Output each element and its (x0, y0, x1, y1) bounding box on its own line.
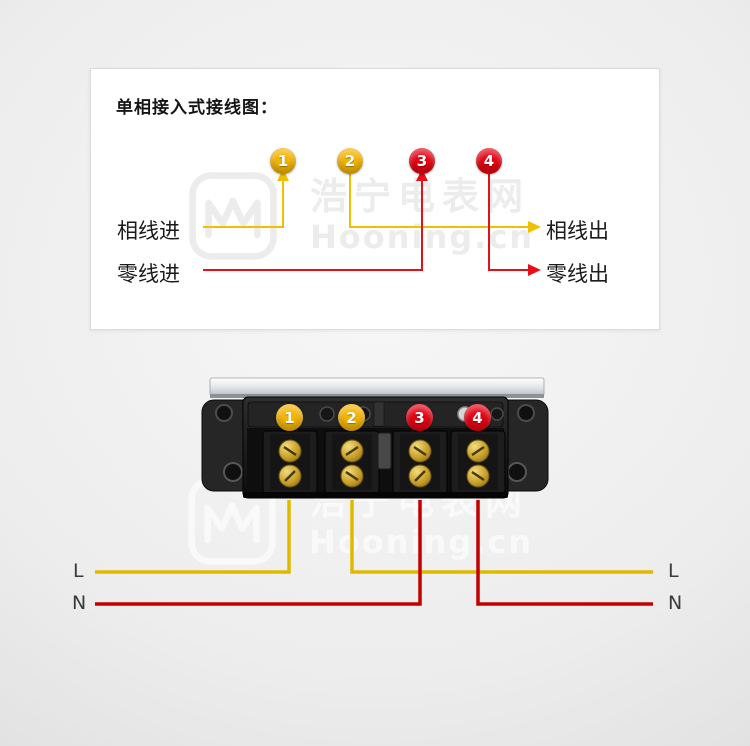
watermark-brand-en: Hooning.cn (310, 218, 535, 257)
label-right-n: N (668, 592, 683, 614)
label-neutral-out: 零线出 (546, 262, 609, 286)
hooning-logo-icon (189, 172, 277, 260)
terminal-screw (340, 439, 364, 463)
terminal-screw (408, 439, 432, 463)
ear-screw-hole (517, 404, 535, 422)
meter-terminal-4-badge: 4 (464, 404, 491, 431)
meter-terminal-1-badge: 1 (276, 404, 303, 431)
meter-terminal-2-badge: 2 (338, 404, 365, 431)
watermark-text: 浩宁电表网 Hooning.cn (309, 479, 534, 562)
label-right-l: L (668, 560, 679, 582)
watermark-brand-en: Hooning.cn (309, 523, 534, 562)
meter-base-edge (209, 377, 545, 398)
seal-screw (490, 407, 504, 421)
meter-terminal-3-badge: 3 (406, 404, 433, 431)
terminal-4-badge: 4 (476, 148, 502, 174)
terminal-1-badge: 1 (270, 148, 296, 174)
terminal-screw (278, 439, 302, 463)
watermark-brand-cn: 浩宁电表网 (309, 479, 529, 523)
schematic-panel: 单相接入式接线图： 浩宁电表网 Hooning.cn (90, 68, 660, 330)
label-left-l: L (73, 560, 84, 582)
voltage-link (377, 432, 392, 470)
seal-screw (319, 406, 335, 422)
label-phase-out: 相线出 (546, 219, 609, 243)
watermark-bottom: 浩宁电表网 Hooning.cn (185, 474, 533, 568)
hooning-logo-icon (188, 477, 276, 565)
ear-screw-hole (215, 404, 233, 422)
panel-title: 单相接入式接线图： (116, 98, 278, 118)
terminal-2-badge: 2 (337, 148, 363, 174)
watermark-brand-cn: 浩宁电表网 (310, 174, 530, 218)
watermark-top: 浩宁电表网 Hooning.cn (186, 169, 534, 263)
terminal-3-badge: 3 (409, 148, 435, 174)
terminal-screw (466, 439, 490, 463)
label-phase-in: 相线进 (117, 219, 180, 243)
watermark-text: 浩宁电表网 Hooning.cn (310, 174, 535, 257)
label-left-n: N (72, 592, 87, 614)
label-neutral-in: 零线进 (117, 262, 180, 286)
